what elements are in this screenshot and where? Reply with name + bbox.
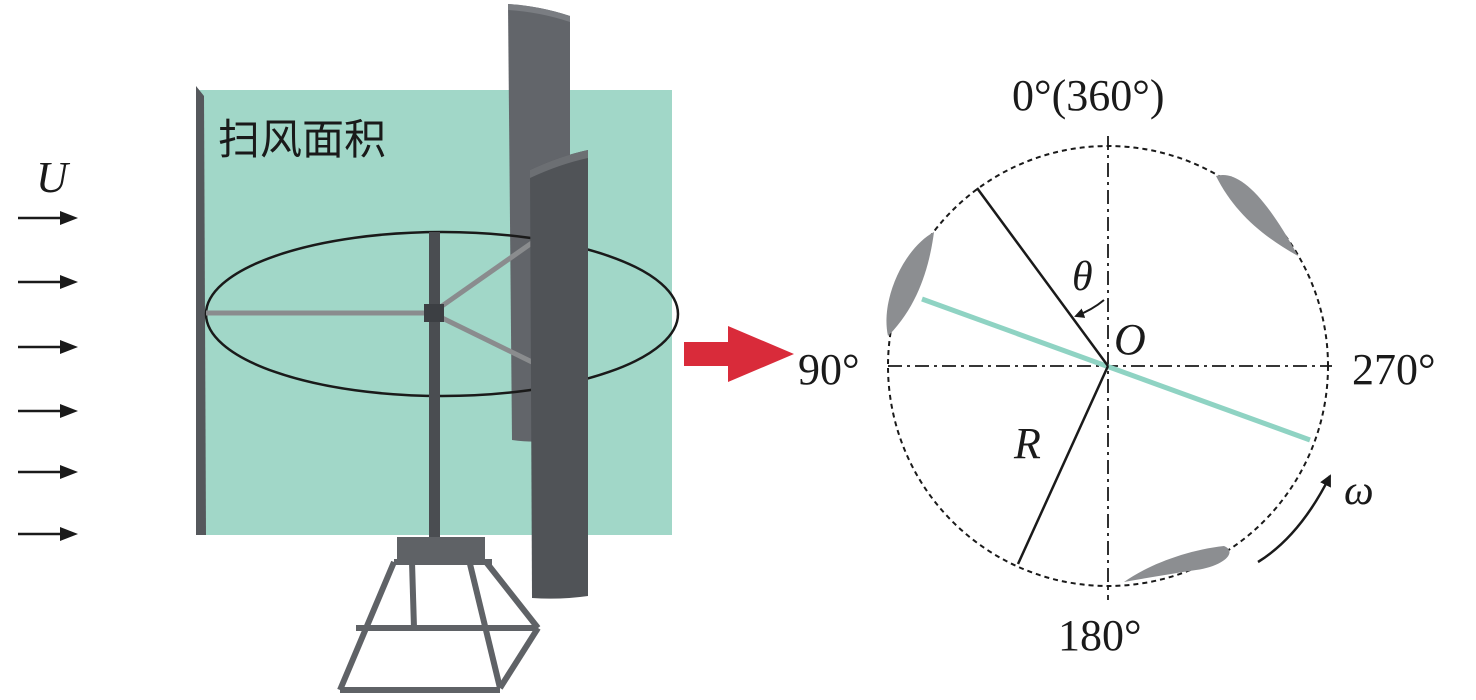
rotor-schematic bbox=[886, 136, 1332, 600]
wind-arrow bbox=[18, 340, 78, 354]
airfoil-blade bbox=[1124, 546, 1230, 582]
theta-arc-arrow bbox=[1074, 299, 1105, 318]
swept-area-label: 扫风面积 bbox=[218, 115, 386, 164]
wind-arrow bbox=[18, 275, 78, 289]
wind-arrow bbox=[18, 211, 78, 225]
blade-radius-line-upper bbox=[975, 187, 1110, 367]
wind-arrow bbox=[18, 527, 78, 541]
angle-label-90: 90° bbox=[798, 345, 860, 394]
wind-speed-label: U bbox=[36, 153, 71, 202]
angle-label-180: 180° bbox=[1058, 611, 1142, 660]
omega-label: ω bbox=[1344, 468, 1374, 514]
airfoil-blade bbox=[886, 232, 934, 336]
wind-arrow bbox=[18, 404, 78, 418]
tower-base bbox=[337, 537, 541, 693]
radius-line bbox=[1016, 365, 1110, 565]
rotor-hub bbox=[424, 304, 444, 322]
left-blade bbox=[196, 86, 206, 535]
angle-label-270: 270° bbox=[1352, 345, 1436, 394]
radius-label: R bbox=[1013, 419, 1041, 468]
support-arms bbox=[206, 237, 538, 365]
angle-label-0: 0°(360°) bbox=[1012, 71, 1165, 120]
rotation-arrow bbox=[1257, 474, 1332, 564]
theta-label: θ bbox=[1072, 254, 1093, 300]
wind-arrow bbox=[18, 465, 78, 479]
front-blade bbox=[530, 150, 588, 599]
airfoil-blade bbox=[1216, 174, 1298, 256]
central-shaft bbox=[429, 232, 440, 556]
transfer-arrow bbox=[684, 326, 794, 382]
wind-arrows bbox=[18, 211, 78, 541]
reference-line bbox=[921, 296, 1311, 443]
center-label: O bbox=[1114, 315, 1146, 364]
